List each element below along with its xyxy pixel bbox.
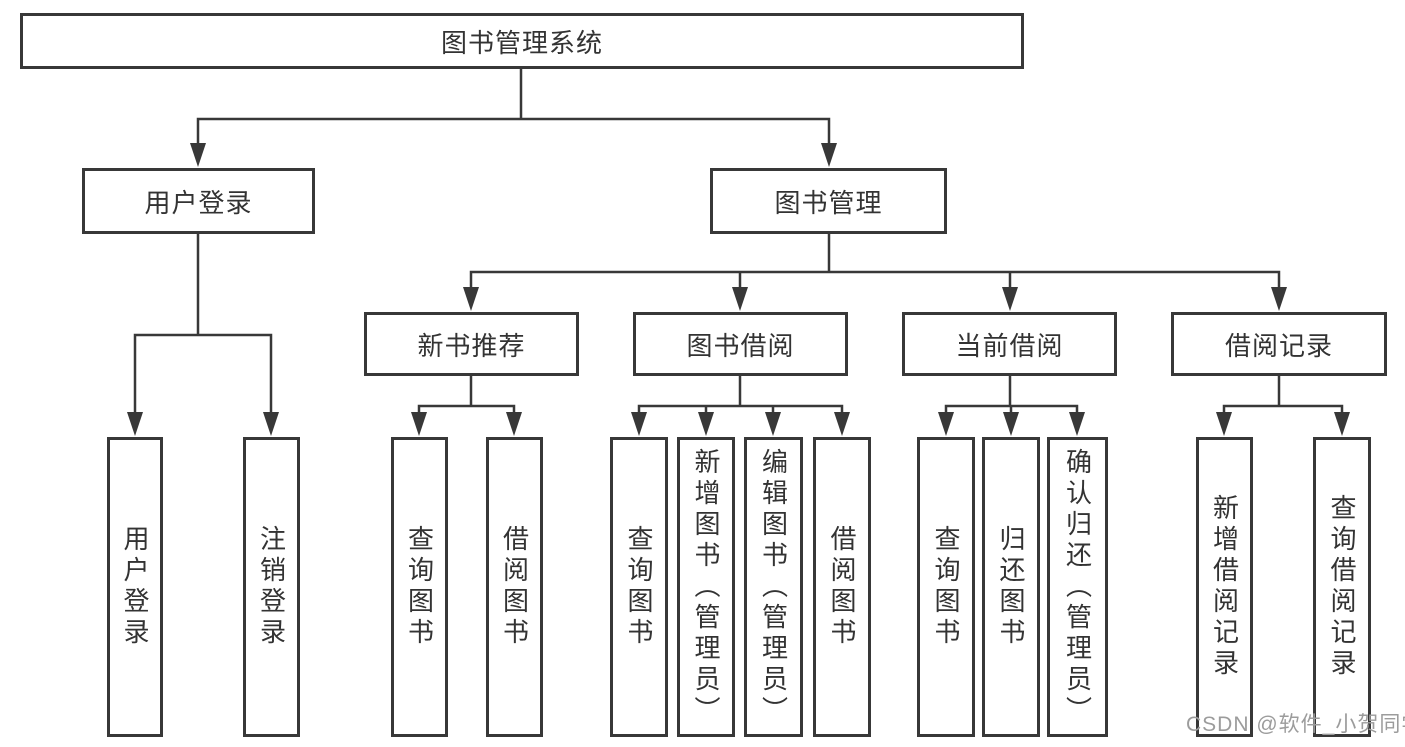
leaf-query-books-recommend: 查询图书 [391,437,448,737]
arrow-icon [1216,412,1232,436]
arrow-icon [1069,412,1085,436]
node-user-login: 用户登录 [82,168,315,234]
arrow-icon [698,412,714,436]
leaf-borrow-books-borrow: 借阅图书 [813,437,871,737]
arrow-icon [1334,412,1350,436]
arrow-icon [1003,412,1019,436]
leaf-borrow-books-recommend: 借阅图书 [486,437,543,737]
leaf-query-books-borrow: 查询图书 [610,437,668,737]
node-borrowing-records: 借阅记录 [1171,312,1387,376]
arrowheads [127,143,1350,436]
leaf-user-login: 用户登录 [107,437,163,737]
tree-edges [133,67,1344,416]
arrow-icon [732,287,748,311]
arrow-icon [1271,287,1287,311]
leaf-confirm-return-admin: 确认归还（管理员） [1047,437,1108,737]
arrow-icon [506,412,522,436]
csdn-watermark: CSDN @软件_小贺同学 [1186,713,1405,736]
leaf-logout: 注销登录 [243,437,300,737]
arrow-icon [631,412,647,436]
node-book-borrowing: 图书借阅 [633,312,848,376]
node-current-borrowing: 当前借阅 [902,312,1117,376]
arrow-icon [411,412,427,436]
leaf-return-book: 归还图书 [982,437,1040,737]
leaf-edit-book-admin: 编辑图书（管理员） [744,437,803,737]
node-book-management: 图书管理 [710,168,947,234]
arrow-icon [765,412,781,436]
arrow-icon [463,287,479,311]
arrow-icon [127,412,143,436]
leaf-add-borrow-record: 新增借阅记录 [1196,437,1253,737]
leaf-query-books-current: 查询图书 [917,437,975,737]
arrow-icon [1002,287,1018,311]
arrow-icon [190,143,206,167]
arrow-icon [263,412,279,436]
node-new-book-recommendation: 新书推荐 [364,312,579,376]
arrow-icon [938,412,954,436]
leaf-add-book-admin: 新增图书（管理员） [677,437,735,737]
arrow-icon [821,143,837,167]
node-library-management-system: 图书管理系统 [20,13,1024,69]
leaf-query-borrow-record: 查询借阅记录 [1313,437,1371,737]
arrow-icon [834,412,850,436]
